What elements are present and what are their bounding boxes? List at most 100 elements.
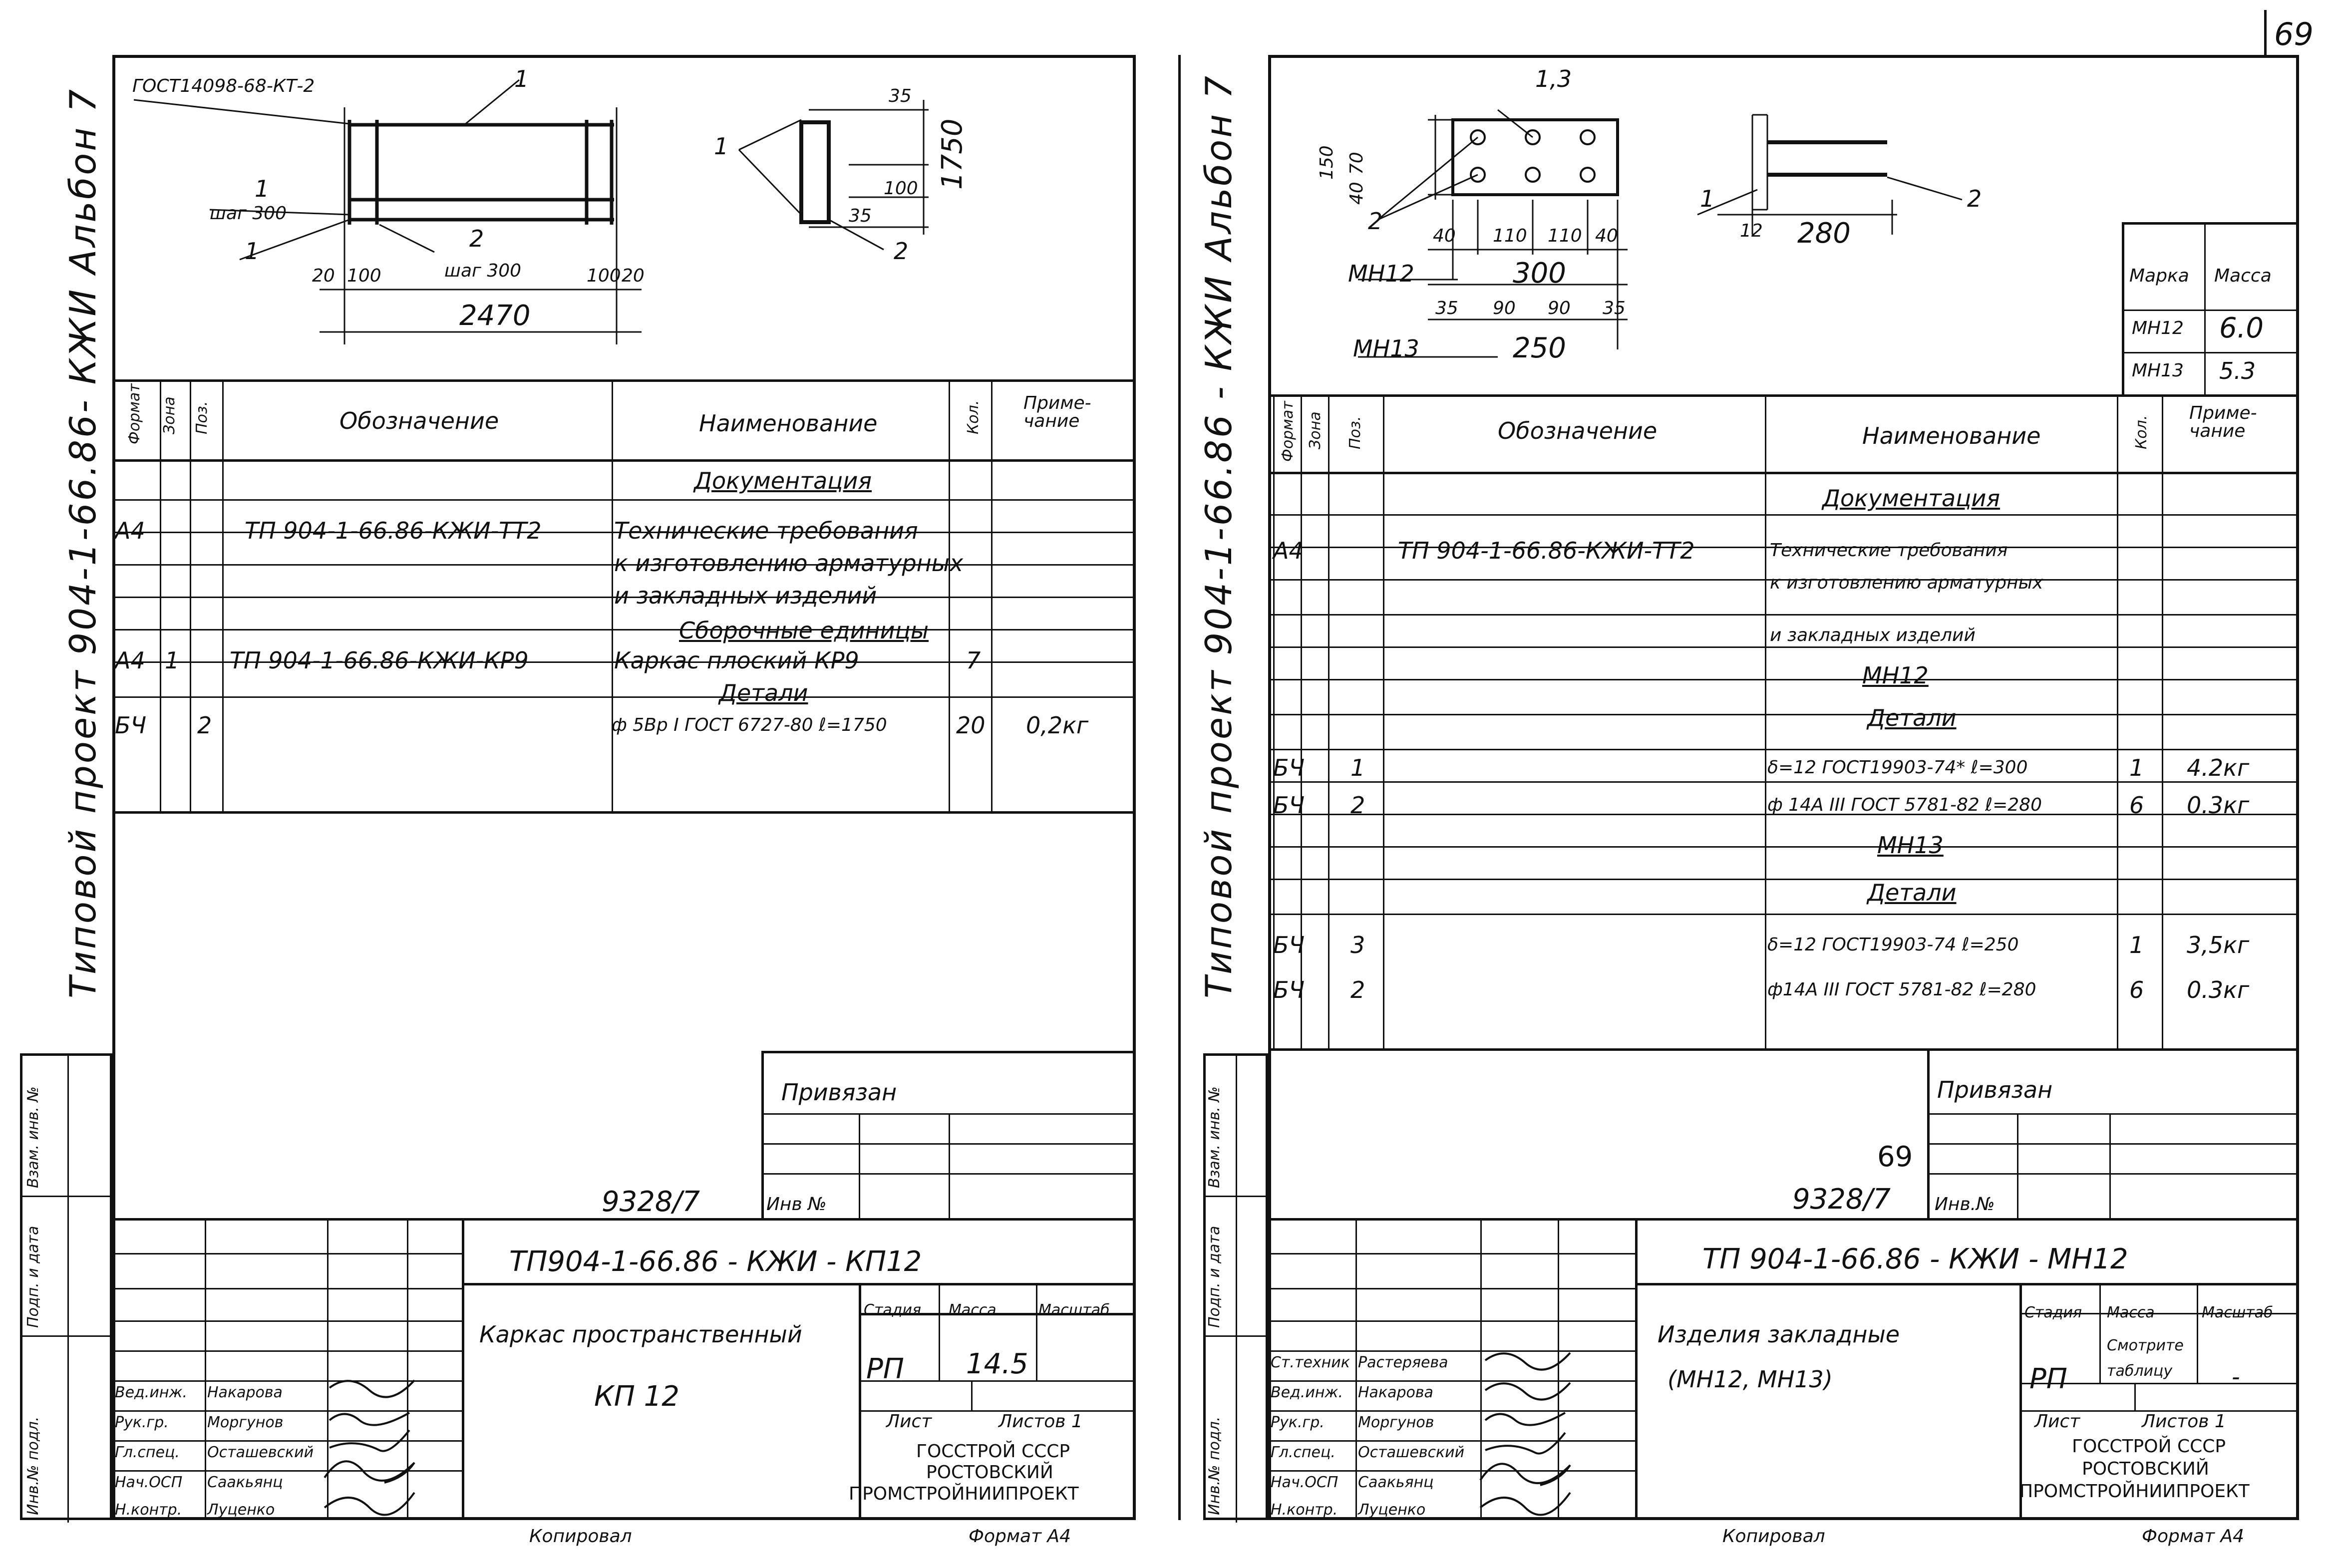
right-code: ТП 904-1-66.86 - КЖИ - МН12 bbox=[1702, 1243, 2128, 1275]
right-mass-table bbox=[2122, 222, 2299, 394]
left-spec-table bbox=[112, 379, 1136, 814]
right-stamp-c1: Инв.№ подл. bbox=[1206, 1416, 1223, 1515]
right-mass-row-1-mass: 5.3 bbox=[2219, 357, 2256, 384]
right-org1: ГОССТРОЙ СССР bbox=[2072, 1436, 2226, 1457]
right-row-6-format: БЧ bbox=[1273, 754, 1305, 781]
left-row-1-format: А4 bbox=[115, 517, 145, 544]
left-sheets-label: Листов 1 bbox=[999, 1411, 1083, 1432]
right-row-10-pos: 3 bbox=[1350, 932, 1365, 958]
left-stage-label: Стадия bbox=[864, 1301, 922, 1319]
right-pos-1: 1 bbox=[1700, 185, 1715, 212]
right-org2: РОСТОВСКИЙ bbox=[2082, 1459, 2209, 1479]
right-dim-300: 300 bbox=[1513, 257, 1566, 290]
right-org3: ПРОМСТРОЙНИИПРОЕКТ bbox=[2019, 1481, 2250, 1502]
left-row-7-qty: 20 bbox=[956, 712, 986, 739]
left-sheet-frame bbox=[112, 55, 1136, 1520]
right-staff-5-role: Нач.ОСП bbox=[1271, 1474, 1338, 1491]
right-dim-35-a: 35 bbox=[1435, 298, 1458, 318]
left-row-1-designation: ТП 904-1-66.86-КЖИ-ТТ2 bbox=[245, 517, 542, 544]
right-spec-table bbox=[1268, 394, 2299, 1051]
right-row-10-note: 3,5кг bbox=[2187, 932, 2250, 958]
right-row-11-qty: 6 bbox=[2129, 976, 2144, 1003]
left-inv-no: Инв № bbox=[766, 1194, 827, 1215]
left-staff-2-name: Накарова bbox=[207, 1384, 283, 1401]
right-title-line2: (МН12, МН13) bbox=[1668, 1366, 1833, 1393]
left-org2: РОСТОВСКИЙ bbox=[926, 1462, 1053, 1483]
left-footer-copy: Копировал bbox=[529, 1526, 632, 1547]
left-pos-2: 2 bbox=[469, 225, 484, 252]
left-pos-2-side: 2 bbox=[894, 238, 909, 265]
left-dim-35-b: 35 bbox=[849, 206, 872, 226]
right-row-7-format: БЧ bbox=[1273, 792, 1305, 819]
right-stamp-c2: Подп. и дата bbox=[1206, 1226, 1223, 1328]
right-staff-2-name: Накарова bbox=[1358, 1384, 1433, 1401]
left-staff-6-role: Н.контр. bbox=[115, 1501, 182, 1519]
right-dim-90-a: 90 bbox=[1493, 298, 1516, 318]
left-privyazan-box bbox=[761, 1051, 1136, 1218]
page-number-divider bbox=[2264, 10, 2267, 55]
right-row-10-name: δ=12 ГОСТ19903-74 ℓ=250 bbox=[1767, 935, 2019, 955]
right-row-10-format: БЧ bbox=[1273, 932, 1305, 958]
right-col-designation: Обозначение bbox=[1498, 417, 1658, 444]
right-row-0-name: Документация bbox=[1822, 485, 2001, 512]
right-dim-90-b: 90 bbox=[1548, 298, 1571, 318]
right-row-11-format: БЧ bbox=[1273, 976, 1305, 1003]
left-row-7-format: БЧ bbox=[115, 712, 147, 739]
right-staff-3-name: Моргунов bbox=[1358, 1414, 1434, 1431]
left-row-5-qty: 7 bbox=[966, 647, 981, 674]
right-staff-5-name: Саакьянц bbox=[1358, 1474, 1434, 1491]
right-stage-label: Стадия bbox=[2024, 1304, 2082, 1321]
left-pos-1-low: 1 bbox=[245, 238, 260, 265]
left-pos-1-top: 1 bbox=[514, 65, 529, 92]
left-dim-100-a: 100 bbox=[347, 266, 381, 286]
page-number: 69 bbox=[2274, 16, 2314, 52]
left-row-3-name: и закладных изделий bbox=[614, 582, 877, 609]
right-row-2-name: к изготовлению арматурных bbox=[1770, 573, 2043, 593]
left-staff-3-name: Моргунов bbox=[207, 1414, 284, 1431]
right-footer-format: Формат А4 bbox=[2142, 1526, 2245, 1547]
right-footer-copy: Копировал bbox=[1722, 1526, 1825, 1547]
right-row-4-name: МН12 bbox=[1862, 662, 1929, 689]
left-shag-300-b: шаг 300 bbox=[444, 261, 522, 281]
left-org3: ПРОМСТРОЙНИИПРОЕКТ bbox=[849, 1484, 1079, 1504]
left-staff-3-role: Рук.гр. bbox=[115, 1414, 169, 1431]
right-row-10-qty: 1 bbox=[2129, 932, 2144, 958]
right-privyazan-box bbox=[1927, 1051, 2299, 1218]
left-col-note: Приме-чание bbox=[1023, 393, 1091, 431]
left-title-line1: Каркас пространственный bbox=[479, 1321, 802, 1348]
right-col-note: Приме-чание bbox=[2189, 403, 2257, 441]
left-dim-20-b: 20 bbox=[622, 266, 645, 286]
right-page-mark: 69 bbox=[1877, 1141, 1913, 1173]
left-org1: ГОССТРОЙ СССР bbox=[916, 1441, 1070, 1462]
right-dim-110-a: 110 bbox=[1493, 226, 1527, 246]
right-row-11-note: 0.3кг bbox=[2187, 976, 2250, 1003]
right-scale: - bbox=[2232, 1363, 2240, 1390]
left-row-4-name: Сборочные единицы bbox=[679, 617, 929, 644]
right-staff-2-role: Вед.инж. bbox=[1271, 1384, 1343, 1401]
right-number: 9328/7 bbox=[1792, 1183, 1891, 1216]
right-staff-6-role: Н.контр. bbox=[1271, 1501, 1338, 1519]
left-code: ТП904-1-66.86 - КЖИ - КП12 bbox=[509, 1246, 922, 1278]
right-mass-head-mass: Масса bbox=[2214, 266, 2272, 286]
left-row-5-pos: 1 bbox=[165, 647, 180, 674]
right-scale-label: Масштаб bbox=[2202, 1304, 2273, 1321]
left-col-designation: Обозначение bbox=[339, 407, 499, 434]
right-staff-4-name: Осташевский bbox=[1358, 1444, 1465, 1461]
left-mass: 14.5 bbox=[966, 1348, 1028, 1380]
right-row-9-name: Детали bbox=[1867, 879, 1957, 906]
right-sheet-label: Лист bbox=[2034, 1411, 2080, 1432]
right-row-1-name: Технические требования bbox=[1770, 540, 2008, 561]
left-sheet-label: Лист bbox=[886, 1411, 932, 1432]
right-dim-110-b: 110 bbox=[1548, 226, 1582, 246]
right-staff-6-name: Луценко bbox=[1358, 1501, 1426, 1519]
left-staff-4-role: Гл.спец. bbox=[115, 1444, 180, 1461]
right-stage: РП bbox=[2029, 1363, 2067, 1395]
right-inv-no: Инв.№ bbox=[1935, 1194, 1995, 1215]
right-privyazan: Привязан bbox=[1937, 1076, 2053, 1103]
right-row-7-note: 0.3кг bbox=[2187, 792, 2250, 819]
right-staff-1-role: Ст.техник bbox=[1271, 1354, 1350, 1371]
left-side-stamp bbox=[20, 1053, 115, 1523]
left-title-block bbox=[112, 1218, 1136, 1518]
